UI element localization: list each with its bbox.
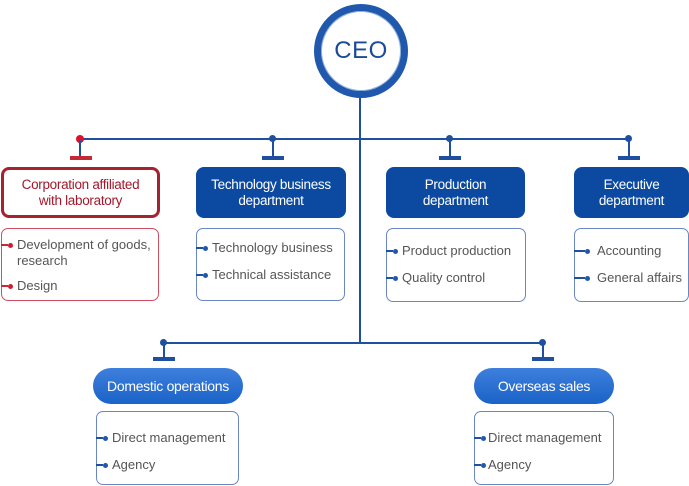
dept-technology-business[interactable]: Technology business department — [196, 167, 346, 218]
connector-tick — [474, 464, 481, 466]
item-label: Direct management — [112, 430, 226, 445]
item-label: Technology business — [212, 240, 333, 255]
item-label: Agency — [112, 457, 156, 472]
item-label: Design — [17, 278, 58, 293]
top-branch-line — [80, 138, 629, 140]
item-label: Direct management — [488, 430, 602, 445]
connector-tick — [96, 437, 103, 439]
item-label: Agency — [488, 457, 532, 472]
connector-bar — [532, 357, 554, 361]
connector-dot — [625, 135, 632, 142]
item-label: Technical assistance — [212, 267, 332, 282]
list-item: Direct management — [474, 430, 601, 446]
list-item: Product production — [386, 243, 511, 259]
connector-dot — [76, 135, 84, 143]
item-label: Development of goods, research — [17, 237, 151, 268]
connector-tick — [1, 285, 8, 287]
list-item: Agency — [474, 457, 531, 473]
connector-dot — [539, 339, 546, 346]
connector-stem — [542, 344, 544, 358]
connector-stem — [272, 140, 274, 156]
ceo-node[interactable]: CEO — [314, 4, 408, 98]
connector-tick — [386, 250, 393, 252]
bullet-icon — [203, 245, 208, 251]
dept-items-box: Product production Quality control — [386, 228, 526, 302]
connector-dot — [160, 339, 167, 346]
dept-executive[interactable]: Executive department — [574, 167, 689, 218]
connector-tick — [574, 250, 585, 252]
bullet-icon — [8, 242, 13, 248]
division-overseas-sales[interactable]: Overseas sales — [474, 368, 614, 404]
ceo-label: CEO — [334, 37, 388, 64]
list-item: Technology business — [196, 240, 333, 256]
bullet-icon — [481, 462, 486, 468]
list-item: Direct management — [96, 430, 225, 446]
list-item: Quality control — [386, 270, 485, 286]
bullet-icon — [103, 435, 108, 441]
dept-label: Executive department — [598, 176, 665, 208]
division-label: Domestic operations — [107, 378, 229, 394]
bullet-icon — [203, 272, 208, 278]
connector-tick — [574, 277, 585, 279]
connector-tick — [196, 274, 203, 276]
connector-dot — [269, 135, 276, 142]
bullet-icon — [585, 275, 590, 281]
connector-tick — [386, 277, 393, 279]
bullet-icon — [393, 275, 398, 281]
connector-stem — [449, 140, 451, 156]
item-label: Accounting — [597, 243, 662, 258]
division-label: Overseas sales — [497, 378, 591, 394]
division-items-box: Direct management Agency — [474, 411, 614, 485]
connector-tick — [474, 437, 481, 439]
dept-items-box: Technology business Technical assistance — [196, 228, 345, 301]
ceo-trunk-line — [359, 90, 361, 344]
list-item: Design — [1, 278, 57, 294]
connector-bar — [70, 156, 92, 160]
division-items-box: Direct management Agency — [96, 411, 239, 485]
list-item: Accounting — [574, 243, 661, 259]
item-label: Quality control — [402, 270, 486, 285]
bullet-icon — [585, 248, 590, 254]
list-item: Agency — [96, 457, 155, 473]
dept-production[interactable]: Production department — [386, 167, 525, 218]
connector-stem — [628, 140, 630, 156]
connector-bar — [439, 156, 461, 160]
connector-stem — [163, 344, 165, 358]
connector-bar — [262, 156, 284, 160]
dept-label: Corporation affiliated with laboratory — [21, 176, 140, 208]
bullet-icon — [103, 462, 108, 468]
connector-bar — [153, 357, 175, 361]
connector-dot — [446, 135, 453, 142]
connector-tick — [96, 464, 103, 466]
dept-label: Technology business department — [211, 176, 331, 208]
list-item: Technical assistance — [196, 267, 331, 283]
bullet-icon — [393, 248, 398, 254]
connector-stem — [79, 140, 81, 156]
item-label: Product production — [402, 243, 512, 258]
connector-bar — [618, 156, 640, 160]
bottom-branch-line — [163, 342, 543, 344]
dept-items-box: Accounting General affairs — [574, 228, 689, 302]
item-label: General affairs — [597, 270, 683, 285]
division-domestic-operations[interactable]: Domestic operations — [93, 368, 243, 404]
dept-corporation-laboratory[interactable]: Corporation affiliated with laboratory — [1, 167, 160, 218]
list-item: Development of goods, research — [1, 237, 157, 269]
dept-items-box: Development of goods, research Design — [1, 228, 159, 301]
dept-label: Production department — [422, 176, 489, 208]
bullet-icon — [481, 435, 486, 441]
bullet-icon — [8, 283, 13, 289]
connector-tick — [1, 244, 8, 246]
list-item: General affairs — [574, 270, 682, 286]
connector-tick — [196, 247, 203, 249]
